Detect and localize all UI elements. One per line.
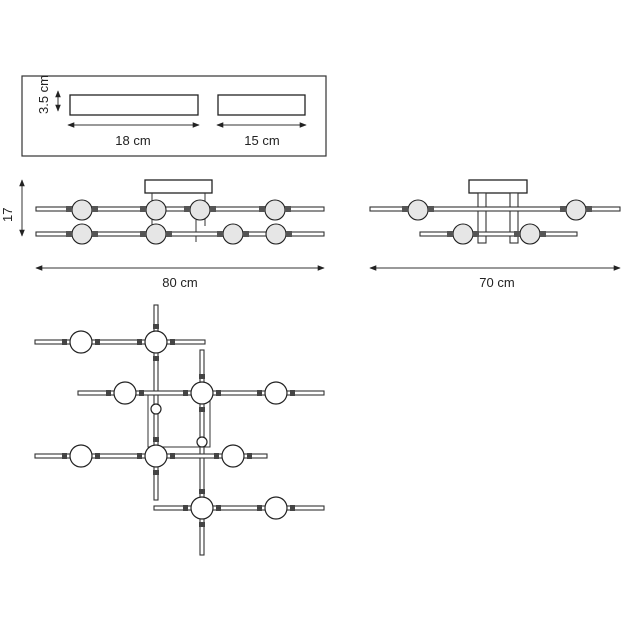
module-frame xyxy=(21,75,327,157)
top-globe xyxy=(190,381,214,405)
top-globe xyxy=(113,381,137,405)
front-rail-lower xyxy=(35,231,325,237)
front-globe xyxy=(222,223,244,245)
top-globe xyxy=(221,444,245,468)
front-lamp-caps xyxy=(66,206,292,237)
front-rail-upper xyxy=(35,206,325,212)
front-height-label: 17 xyxy=(0,208,15,222)
top-bar-4 xyxy=(153,505,325,511)
front-globe xyxy=(71,199,93,221)
front-globe xyxy=(189,199,211,221)
top-globe xyxy=(144,444,168,468)
side-stem-right xyxy=(509,192,519,244)
top-vertical-rod xyxy=(199,349,205,556)
module-height-label: 3.5 cm xyxy=(36,75,51,114)
side-rail-lower xyxy=(419,231,578,237)
front-globe xyxy=(264,199,286,221)
module-bar-short xyxy=(217,94,306,116)
side-rail-upper xyxy=(369,206,621,212)
side-globe xyxy=(452,223,474,245)
module-width-a-label: 18 cm xyxy=(115,133,150,148)
front-globe xyxy=(71,223,93,245)
module-dimension-box: 3.5 cm 18 cm 15 cm xyxy=(21,75,327,157)
side-stem-left xyxy=(477,192,487,244)
side-width-label: 70 cm xyxy=(479,275,514,290)
top-globe xyxy=(264,381,288,405)
top-connector xyxy=(196,436,208,448)
module-bar-long xyxy=(69,94,199,116)
top-bar-1 xyxy=(34,339,206,345)
top-lamp-caps xyxy=(62,324,295,527)
front-canopy xyxy=(144,179,213,194)
top-globe xyxy=(69,330,93,354)
top-globe xyxy=(144,330,168,354)
side-globe xyxy=(407,199,429,221)
top-globe xyxy=(69,444,93,468)
top-globe xyxy=(190,496,214,520)
top-view xyxy=(34,304,325,556)
front-view: 17 80 cm xyxy=(0,179,325,290)
side-view: 70 cm xyxy=(369,179,621,290)
module-width-b-label: 15 cm xyxy=(244,133,279,148)
top-globe xyxy=(264,496,288,520)
top-vertical-rod xyxy=(153,304,159,501)
front-globe xyxy=(145,223,167,245)
side-canopy xyxy=(468,179,528,194)
front-globe xyxy=(265,223,287,245)
top-connector xyxy=(150,403,162,415)
front-width-label: 80 cm xyxy=(162,275,197,290)
front-globe xyxy=(145,199,167,221)
side-globe xyxy=(565,199,587,221)
side-lamp-caps xyxy=(402,206,592,237)
side-globe xyxy=(519,223,541,245)
